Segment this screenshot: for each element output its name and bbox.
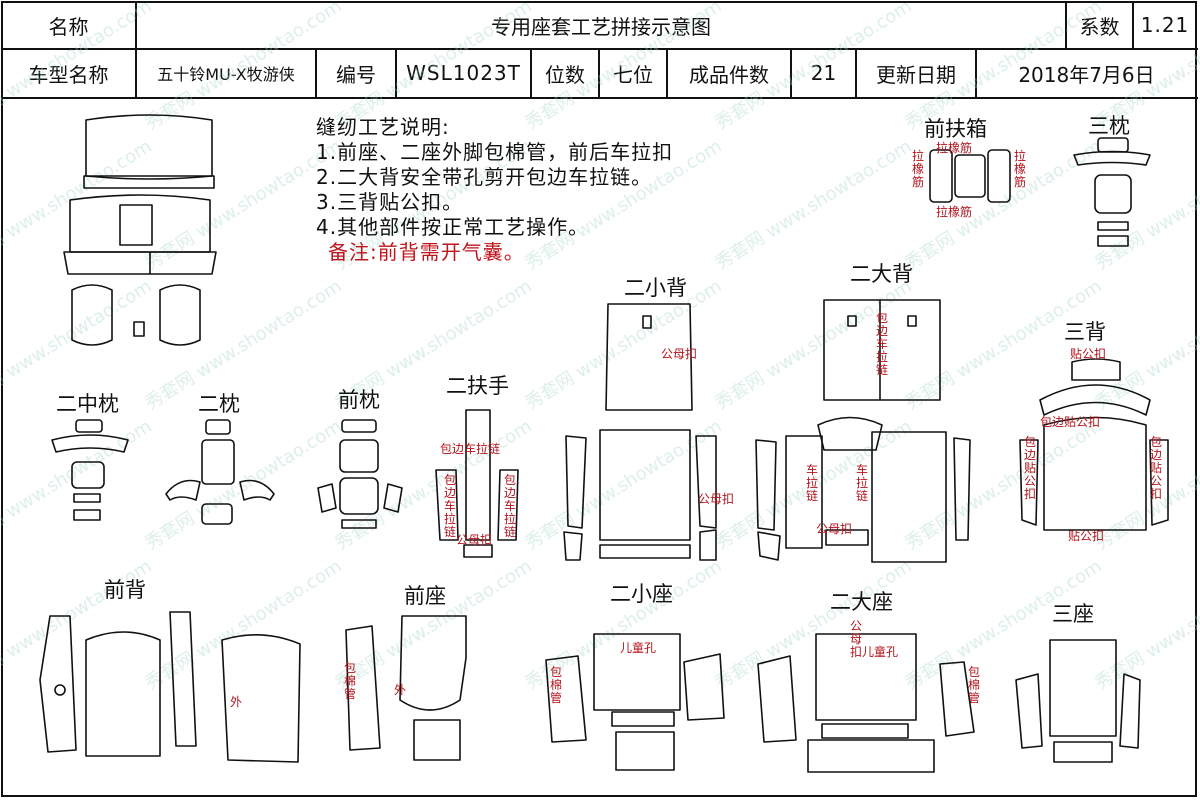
- third-pillow-pattern: [1073, 137, 1151, 247]
- label-third-seat: 三座: [1052, 602, 1094, 626]
- label-second-big-back: 二大背: [850, 262, 913, 286]
- second-armrest-pattern: [435, 409, 519, 558]
- label-second-pillow: 二枕: [198, 392, 240, 416]
- model-value: 五十铃MU-X牧游侠: [157, 65, 295, 84]
- pieces-value: 21: [810, 61, 837, 85]
- front-back-pattern: [39, 611, 301, 763]
- annotation-elastic: 拉橡筋: [1014, 148, 1026, 189]
- label-second-small-back: 二小背: [624, 276, 687, 300]
- annotation-child-hole: 儿童孔: [862, 644, 898, 659]
- annotation-elastic: 拉橡筋: [912, 148, 924, 189]
- annotation-outer: 外: [230, 695, 242, 709]
- annotation-cotton-pipe: 包棉管: [550, 665, 562, 705]
- coef-label: 系数: [1079, 14, 1120, 39]
- seats-label: 位数: [545, 62, 585, 87]
- note-item-4: 4.其他部件按正常工艺操作。: [316, 215, 590, 239]
- annotation-male-female-clip: 公母扣: [456, 533, 492, 547]
- code-value: WSL1023T: [406, 61, 521, 85]
- label-third-back: 三背: [1064, 320, 1106, 344]
- front-seat-pattern: [345, 615, 467, 761]
- pieces-label: 成品件数: [689, 62, 769, 87]
- code-label: 编号: [336, 62, 376, 87]
- annotation-male-female-clip: 公母扣: [816, 522, 852, 536]
- coef-value: 1.21: [1140, 13, 1190, 37]
- second-mid-pillow-pattern: [51, 419, 129, 521]
- annotation-paste-male-clip: 贴公扣: [1070, 347, 1106, 361]
- note-item-1: 1.前座、二座外脚包棉管，前后车拉扣: [316, 140, 674, 164]
- label-third-pillow: 三枕: [1088, 114, 1130, 138]
- overview-seats-icon: [63, 114, 217, 346]
- third-back-pattern: [1019, 358, 1169, 531]
- annotation-male-female-clip: 公母扣: [850, 619, 862, 659]
- seats-value: 七位: [613, 62, 653, 87]
- annotation-binding-zipper: 包边车拉链: [504, 473, 516, 539]
- annotation-zipper: 车拉链: [856, 462, 868, 503]
- second-small-back-pattern: [563, 303, 717, 561]
- label-second-armrest: 二扶手: [446, 374, 509, 398]
- model-label: 车型名称: [28, 62, 109, 87]
- second-pillow-pattern: [165, 419, 275, 525]
- annotation-male-female-clip: 公母扣: [698, 492, 734, 506]
- annotation-paste-male-clip: 贴公扣: [1068, 529, 1104, 543]
- second-big-back-pattern: [755, 299, 971, 563]
- second-small-seat-pattern: [545, 633, 725, 771]
- annotation-male-clip: 公母扣: [661, 347, 697, 361]
- annotation-outer: 外: [394, 683, 406, 697]
- annotation-binding-zipper: 包边车拉链: [444, 473, 456, 539]
- label-second-small-seat: 二小座: [610, 582, 673, 606]
- annotation-child-hole: 儿童孔: [620, 640, 656, 655]
- annotation-cotton-pipe: 包棉管: [344, 661, 356, 701]
- label-front-pillow: 前枕: [338, 388, 380, 412]
- sewing-notes: 缝纫工艺说明: 1.前座、二座外脚包棉管，前后车拉扣 2.二大背安全带孔剪开包边…: [316, 115, 673, 265]
- page-title: 专用座套工艺拼接示意图: [491, 14, 711, 39]
- date-value: 2018年7月6日: [1018, 62, 1155, 87]
- annotation-elastic: 拉橡筋: [936, 204, 972, 219]
- label-second-big-seat: 二大座: [830, 590, 893, 614]
- note-remark: 备注:前背需开气囊。: [328, 240, 525, 264]
- front-pillow-pattern: [317, 419, 403, 529]
- annotation-zipper: 车拉链: [806, 462, 818, 503]
- note-item-3: 3.三背贴公扣。: [316, 190, 464, 214]
- label-front-back: 前背: [104, 578, 146, 602]
- name-label: 名称: [48, 14, 89, 39]
- label-front-armrest-box: 前扶箱: [924, 117, 987, 141]
- annotation-layer: 拉橡筋拉橡筋拉橡筋拉橡筋公母扣公母扣包边车拉链车拉链车拉链公母扣贴公扣包边贴公扣…: [230, 140, 1162, 709]
- notes-title: 缝纫工艺说明:: [316, 115, 450, 139]
- front-armrest-box-pattern: [929, 149, 1011, 203]
- second-big-seat-pattern: [757, 633, 975, 773]
- annotation-paste-male-clip: 包边贴公扣: [1150, 435, 1162, 501]
- annotation-binding-zipper: 包边车拉链: [440, 441, 500, 456]
- label-second-mid-pillow: 二中枕: [56, 392, 119, 416]
- third-seat-pattern: [1015, 639, 1141, 763]
- annotation-paste-male-clip: 包边贴公扣: [1024, 435, 1036, 501]
- label-front-seat: 前座: [404, 584, 446, 608]
- annotation-cotton-pipe: 包棉管: [968, 665, 980, 705]
- annotation-elastic: 拉橡筋: [936, 140, 972, 155]
- note-item-2: 2.二大背安全带孔剪开包边车拉链。: [316, 165, 653, 189]
- date-label: 更新日期: [876, 62, 956, 87]
- annotation-binding-clip: 包边贴公扣: [1040, 415, 1100, 429]
- annotation-binding-zipper: 包边车拉链: [876, 311, 888, 377]
